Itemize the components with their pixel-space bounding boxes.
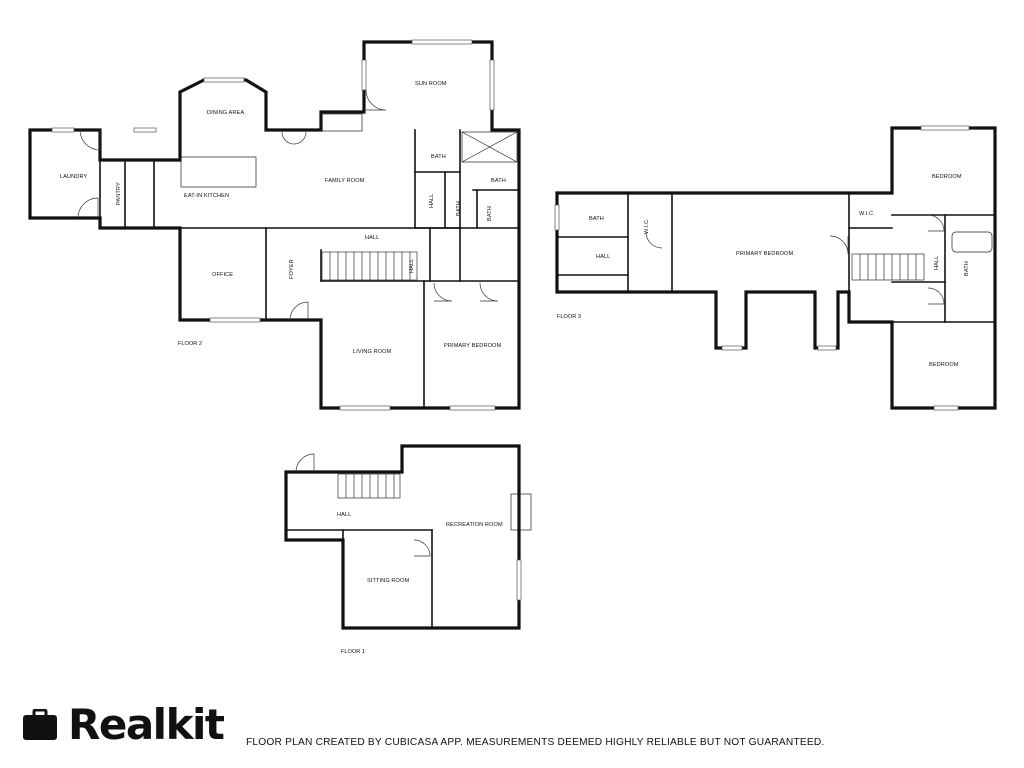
room-family-room: FAMILY ROOM xyxy=(325,178,365,184)
briefcase-icon xyxy=(23,709,57,740)
room-bath-4: BATH xyxy=(487,206,493,221)
floor-2-plan xyxy=(28,39,521,411)
floor-3-label: FLOOR 3 xyxy=(557,314,581,320)
floor-2-label: FLOOR 2 xyxy=(178,341,202,347)
room-hall-f3: HALL xyxy=(596,254,610,260)
room-bath-3: BATH xyxy=(456,201,462,216)
brand-name: Realkit xyxy=(68,700,225,749)
room-hall-f1: HALL xyxy=(337,512,351,518)
room-sun-room: SUN ROOM xyxy=(415,81,447,87)
room-dining-area: DINING AREA xyxy=(207,110,244,116)
room-bedroom-1: BEDROOM xyxy=(932,174,962,180)
floor-1-plan xyxy=(284,444,532,630)
room-bath-f3b: BATH xyxy=(964,261,970,276)
room-bedroom-2: BEDROOM xyxy=(929,362,959,368)
room-hall-3: HALL xyxy=(365,235,379,241)
room-primary-bedroom-f3: PRIMARY BEDROOM xyxy=(736,251,793,257)
floor-3-plan xyxy=(554,125,997,411)
room-foyer: FOYER xyxy=(289,259,295,279)
room-recreation-room: RECREATION ROOM xyxy=(446,522,503,528)
room-laundry: LAUNDRY xyxy=(60,174,87,180)
room-bath-1: BATH xyxy=(431,154,446,160)
room-hall-2: HALL xyxy=(409,259,415,273)
room-hall-f3b: HALL xyxy=(934,256,940,270)
room-wic-1: W.I.C. xyxy=(644,218,650,234)
footer-disclaimer: FLOOR PLAN CREATED BY CUBICASA APP. MEAS… xyxy=(246,737,825,748)
room-wic-2: W.I.C. xyxy=(859,211,875,217)
room-eat-in-kitchen: EAT-IN KITCHEN xyxy=(184,193,229,199)
room-bath-2: BATH xyxy=(491,178,506,184)
room-office: OFFICE xyxy=(212,272,233,278)
brand-logo: Realkit xyxy=(22,700,225,749)
room-bath-f3: BATH xyxy=(589,216,604,222)
floor-1-label: FLOOR 1 xyxy=(341,649,365,655)
room-pantry: PANTRY xyxy=(116,182,122,205)
room-sitting-room: SITTING ROOM xyxy=(367,578,409,584)
room-primary-bedroom-f2: PRIMARY BEDROOM xyxy=(444,343,501,349)
room-hall-1: HALL xyxy=(429,194,435,208)
room-living-room: LIVING ROOM xyxy=(353,349,392,355)
